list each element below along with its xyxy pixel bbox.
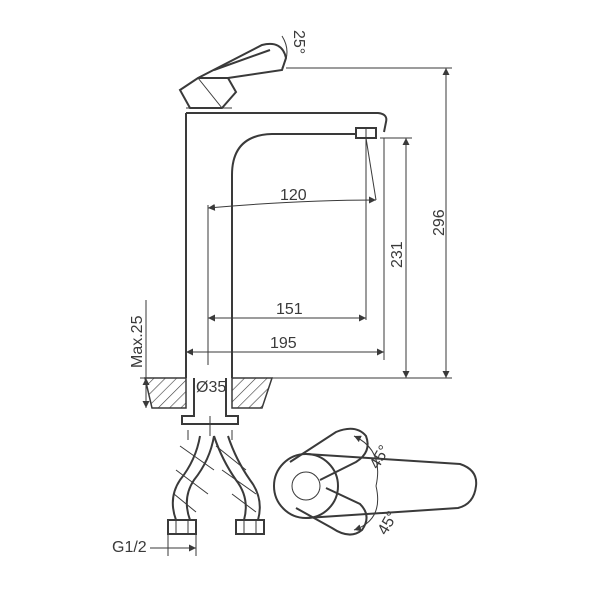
- flex-hoses: [167, 435, 265, 535]
- top-view: [273, 427, 478, 536]
- dim-max-counter: Max.25: [129, 315, 146, 368]
- dim-handle-tilt: 25°: [290, 30, 307, 54]
- dim-spout-length-lower: 195: [270, 335, 297, 352]
- dimension-lines: [142, 35, 452, 556]
- faucet-body: [185, 112, 388, 378]
- dim-total-height: 296: [431, 209, 448, 236]
- dim-spout-height: 231: [389, 241, 406, 268]
- faucet-handle: [178, 42, 288, 109]
- dim-spout-length-mid: 151: [276, 301, 303, 318]
- dim-thread: G1/2: [112, 539, 147, 556]
- dim-spout-length-upper: 120: [280, 187, 307, 204]
- dim-hole-diameter: Ø35: [196, 379, 226, 396]
- dim-rotation-upper: 45°: [367, 443, 394, 472]
